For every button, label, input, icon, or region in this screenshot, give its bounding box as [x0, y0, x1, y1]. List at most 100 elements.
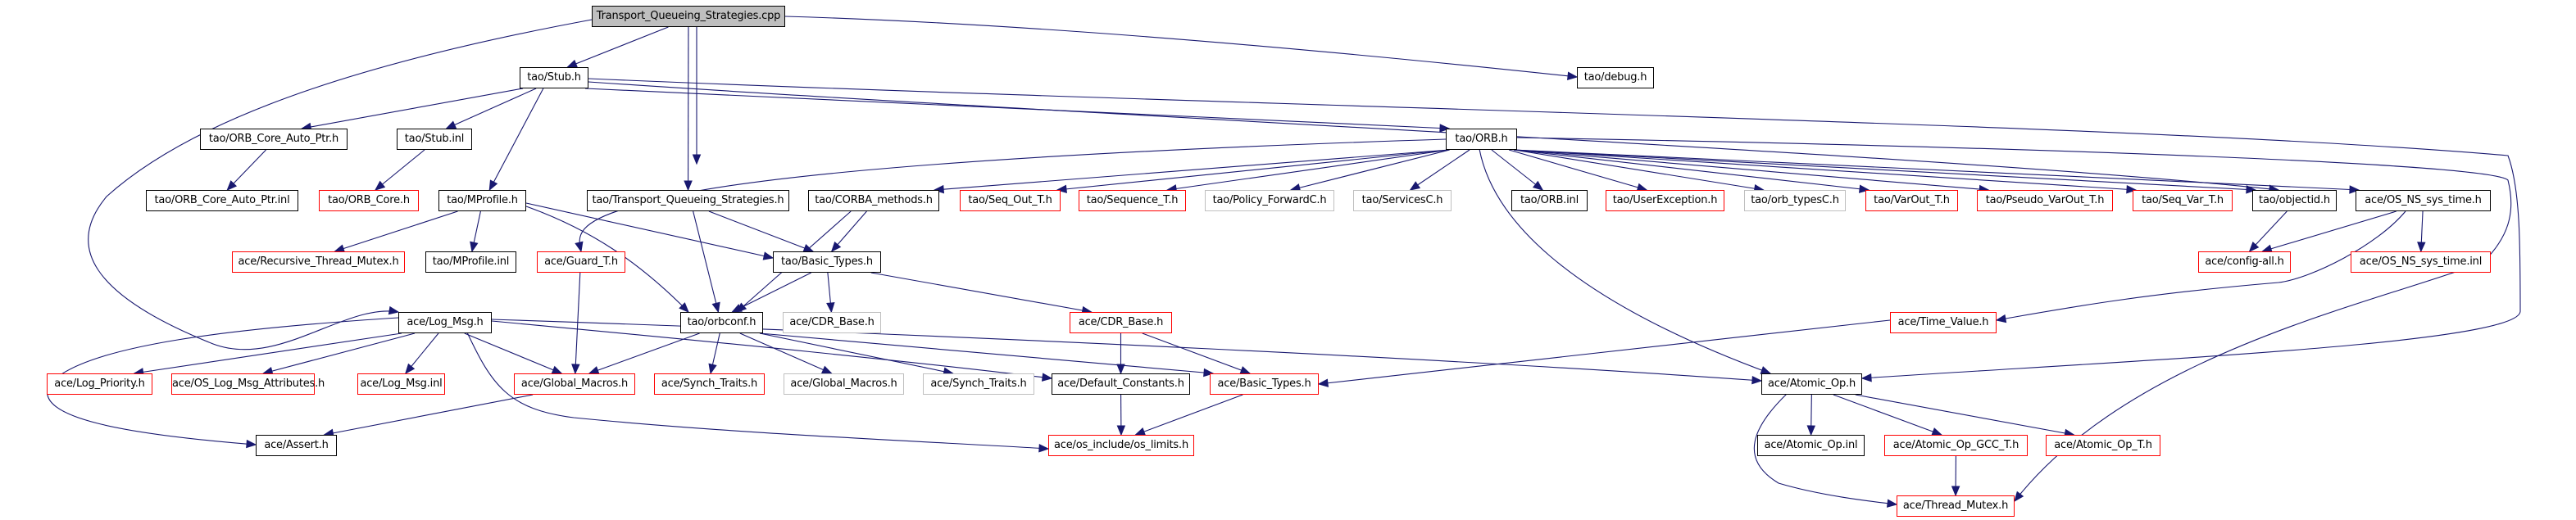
node-ace-basic-types-h[interactable]: ace/Basic_Types.h	[1210, 373, 1319, 395]
edge-orbconf-h-to-synch-traits-ext-h	[759, 332, 953, 374]
node-cdr-base-ext-h[interactable]: ace/CDR_Base.h	[783, 312, 881, 333]
arrowhead-icon	[708, 363, 717, 375]
arrowhead-icon	[826, 302, 835, 314]
node-os-limits-h[interactable]: ace/os_include/os_limits.h	[1048, 435, 1194, 456]
edge-log-msg-h-to-default-constants-h	[491, 320, 1052, 379]
node-stub-h[interactable]: tao/Stub.h	[520, 67, 588, 88]
arrowhead-icon	[1317, 378, 1329, 387]
node-orbconf-h[interactable]: tao/orbconf.h	[680, 312, 763, 333]
node-stub-inl[interactable]: tao/Stub.inl	[397, 129, 472, 150]
edge-stub-inl-to-orb-core-h	[375, 149, 425, 191]
node-global-macros-h[interactable]: ace/Global_Macros.h	[514, 373, 635, 395]
arrowhead-icon	[1116, 364, 1125, 375]
node-pseudo-varout-t-h[interactable]: tao/Pseudo_VarOut_T.h	[1977, 190, 2113, 211]
edge-ace-basic-types-h-to-os-limits-h	[1135, 394, 1243, 436]
arrowhead-icon	[388, 305, 400, 315]
edge-log-msg-h-to-global-macros-h	[464, 332, 562, 374]
arrowhead-icon	[575, 241, 584, 253]
arrowhead-icon	[1532, 180, 1544, 191]
edge-mprofile-h-to-recursive-thread-mutex-h	[334, 210, 458, 252]
edge-orb-h-to-thread-mutex-h	[1516, 137, 2512, 502]
edge-tao-basic-types-h-to-cdr-base-h	[870, 272, 1092, 313]
node-debug-h[interactable]: tao/debug.h	[1577, 67, 1654, 88]
edge-orb-h-to-atomic-op-h	[1479, 148, 1771, 374]
node-servicesc-h[interactable]: tao/ServicesC.h	[1353, 190, 1452, 211]
arrowhead-icon	[488, 179, 498, 192]
node-objectid-h[interactable]: tao/objectid.h	[2252, 190, 2337, 211]
arrowhead-icon	[731, 304, 743, 313]
node-synch-traits-h[interactable]: ace/Synch_Traits.h	[654, 373, 765, 395]
arrowhead-icon	[2349, 185, 2360, 194]
node-orb-core-auto-ptr-inl[interactable]: tao/ORB_Core_Auto_Ptr.inl	[146, 190, 298, 211]
arrowhead-icon	[1203, 368, 1215, 378]
arrowhead-icon	[470, 241, 479, 253]
arrowhead-icon	[1995, 314, 2007, 323]
edge-stub-h-to-orb-core-auto-ptr-h	[302, 88, 524, 129]
node-policy-forwardc-h[interactable]: tao/Policy_ForwardC.h	[1205, 190, 1334, 211]
node-recursive-thread-mutex-h[interactable]: ace/Recursive_Thread_Mutex.h	[232, 251, 405, 273]
node-orb-core-auto-ptr-h[interactable]: tao/ORB_Core_Auto_Ptr.h	[200, 129, 348, 150]
node-orb-typesc-h[interactable]: tao/orb_typesC.h	[1744, 190, 1846, 211]
edge-stub-h-to-atomic-op-h	[588, 78, 2521, 379]
node-mprofile-h[interactable]: tao/MProfile.h	[438, 190, 526, 211]
node-mprofile-inl[interactable]: tao/MProfile.inl	[425, 251, 516, 273]
edge-atomic-op-h-to-atomic-op-gcc-t-h	[1833, 394, 1942, 436]
node-seq-out-t-h[interactable]: tao/Seq_Out_T.h	[960, 190, 1061, 211]
edge-os-ns-sys-time-h-to-time-value-h	[1996, 210, 2406, 321]
arrowhead-icon	[1806, 425, 1816, 436]
node-config-all-h[interactable]: ace/config-all.h	[2198, 251, 2291, 273]
edge-mprofile-h-to-orbconf-h	[525, 206, 689, 313]
arrowhead-icon	[405, 363, 416, 375]
node-default-constants-h[interactable]: ace/Default_Constants.h	[1052, 373, 1190, 395]
node-seq-var-t-h[interactable]: tao/Seq_Var_T.h	[2133, 190, 2233, 211]
node-atomic-op-h[interactable]: ace/Atomic_Op.h	[1761, 373, 1862, 395]
arrowhead-icon	[1751, 375, 1763, 385]
arrowhead-icon	[571, 364, 580, 375]
node-orb-inl[interactable]: tao/ORB.inl	[1511, 190, 1588, 211]
edge-root-to-log-msg-h	[88, 19, 593, 350]
edge-atomic-op-h-to-thread-mutex-h	[1753, 393, 1897, 505]
node-global-macros-ext-h[interactable]: ace/Global_Macros.h	[784, 373, 904, 395]
node-orb-core-h[interactable]: tao/ORB_Core.h	[319, 190, 419, 211]
node-os-ns-sys-time-inl[interactable]: ace/OS_NS_sys_time.inl	[2351, 251, 2491, 273]
node-sequence-t-h[interactable]: tao/Sequence_T.h	[1079, 190, 1186, 211]
node-corba-methods-h[interactable]: tao/CORBA_methods.h	[808, 190, 939, 211]
node-varout-t-h[interactable]: tao/VarOut_T.h	[1865, 190, 1958, 211]
node-log-msg-inl[interactable]: ace/Log_Msg.inl	[357, 373, 445, 395]
node-log-priority-h[interactable]: ace/Log_Priority.h	[47, 373, 152, 395]
node-guard-t-h[interactable]: ace/Guard_T.h	[537, 251, 625, 273]
arrowhead-icon	[2246, 185, 2257, 194]
edge-orb-h-to-servicesc-h	[1410, 149, 1470, 191]
node-atomic-op-gcc-t-h[interactable]: ace/Atomic_Op_GCC_T.h	[1884, 435, 2028, 456]
node-userexception-h[interactable]: tao/UserException.h	[1606, 190, 1724, 211]
arrowhead-icon	[820, 365, 833, 374]
node-root: Transport_Queueing_Strategies.cpp	[592, 6, 785, 27]
node-time-value-h[interactable]: ace/Time_Value.h	[1890, 312, 1997, 333]
arrowhead-icon	[246, 439, 257, 449]
node-orb-h[interactable]: tao/ORB.h	[1446, 129, 1517, 150]
node-log-msg-h[interactable]: ace/Log_Msg.h	[398, 312, 492, 333]
arrowhead-icon	[1951, 486, 1960, 497]
edge-orb-h-to-objectid-h	[1513, 149, 2256, 191]
node-atomic-op-t-h[interactable]: ace/Atomic_Op_T.h	[2046, 435, 2160, 456]
edge-time-value-h-to-ace-basic-types-h	[1318, 319, 1891, 385]
node-atomic-op-inl[interactable]: ace/Atomic_Op.inl	[1757, 435, 1865, 456]
arrowhead-icon	[1038, 444, 1050, 453]
edge-mprofile-h-to-tao-basic-types-h	[525, 202, 774, 259]
arrowhead-icon	[2126, 185, 2138, 194]
arrowhead-icon	[2014, 491, 2024, 503]
arrowhead-icon	[692, 154, 702, 165]
node-tao-basic-types-h[interactable]: tao/Basic_Types.h	[773, 251, 881, 273]
node-synch-traits-ext-h[interactable]: ace/Synch_Traits.h	[923, 373, 1034, 395]
node-thread-mutex-h[interactable]: ace/Thread_Mutex.h	[1897, 495, 2015, 517]
node-cdr-base-h[interactable]: ace/CDR_Base.h	[1070, 312, 1172, 333]
arrowhead-icon	[762, 251, 775, 260]
node-tqs-h[interactable]: tao/Transport_Queueing_Strategies.h	[587, 190, 789, 211]
arrowhead-icon	[445, 120, 457, 129]
node-assert-h[interactable]: ace/Assert.h	[256, 435, 337, 456]
node-os-ns-sys-time-h[interactable]: ace/OS_NS_sys_time.h	[2356, 190, 2491, 211]
edge-orb-h-to-policy-forwardc-h	[1290, 149, 1450, 191]
node-os-log-msg-attributes-h[interactable]: ace/OS_Log_Msg_Attributes.h	[171, 373, 325, 395]
arrowhead-icon	[566, 59, 579, 68]
